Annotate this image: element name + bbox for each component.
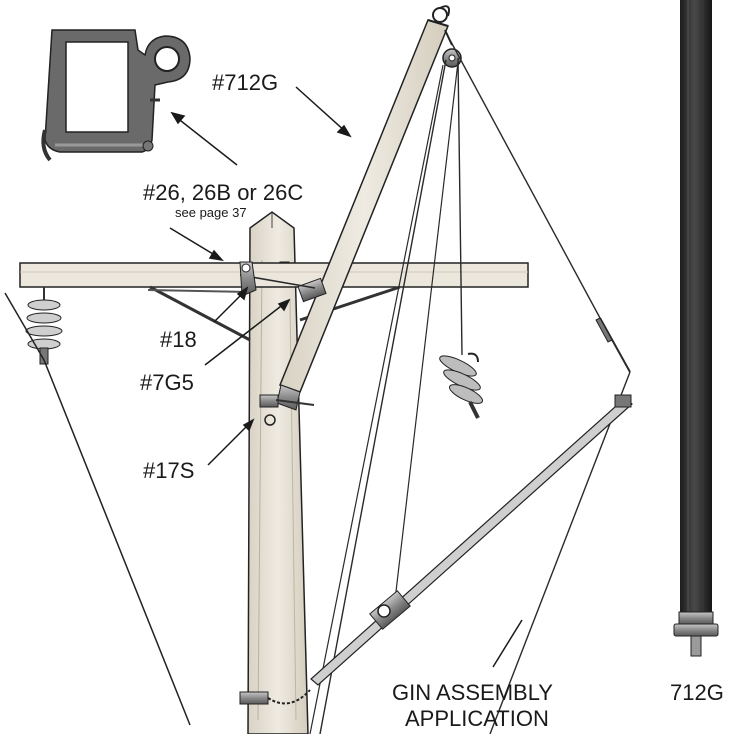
- hook-hardware: [239, 261, 257, 297]
- caption-line-2: APPLICATION: [405, 706, 549, 731]
- gin-strut: [310, 394, 633, 686]
- caption-line-1: GIN ASSEMBLY: [392, 680, 553, 705]
- gin-pole-product-image: [673, 0, 719, 657]
- gin-pole: [276, 19, 450, 411]
- label-clamp: #7G5: [140, 370, 194, 395]
- label-pole-caption: 712G: [670, 680, 724, 705]
- pointer-arrows: [169, 86, 523, 668]
- insulator-icon: [25, 287, 63, 365]
- rope-block-icon: [41, 29, 191, 162]
- label-strap: #17S: [143, 458, 195, 483]
- strap-hardware: [259, 394, 315, 426]
- base-chain: [239, 689, 311, 705]
- suspended-insulator: [439, 352, 484, 419]
- utility-pole: [247, 211, 309, 734]
- label-block-note: see page 37: [175, 205, 247, 220]
- rigging-lines: [239, 39, 631, 734]
- label-block: #26, 26B or 26C: [143, 180, 304, 205]
- label-hook: #18: [160, 327, 197, 352]
- label-gin-pole: #712G: [212, 70, 279, 95]
